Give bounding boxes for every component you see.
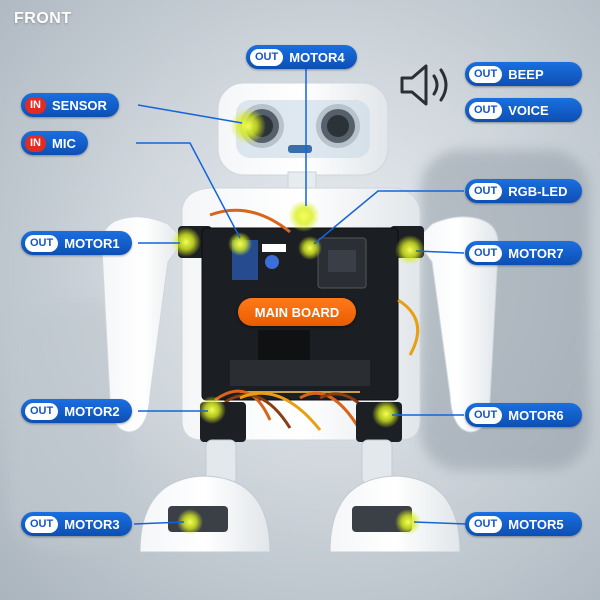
label-text: MOTOR4 — [289, 49, 345, 65]
label-voice: OUT VOICE — [465, 98, 582, 122]
speaker-sound-icon — [400, 64, 448, 106]
label-sensor: IN SENSOR — [21, 93, 119, 117]
label-text: MOTOR2 — [64, 403, 120, 419]
direction-tag: OUT — [469, 101, 503, 119]
direction-tag: OUT — [25, 234, 59, 252]
direction-tag: OUT — [469, 182, 503, 200]
direction-tag: OUT — [469, 244, 503, 262]
leader-lines — [133, 66, 467, 525]
label-text: MOTOR7 — [508, 245, 564, 261]
label-motor2: OUT MOTOR2 — [21, 399, 132, 423]
right-arm — [415, 216, 499, 433]
label-motor5: OUT MOTOR5 — [465, 512, 582, 536]
label-rgb-led: OUT RGB-LED — [465, 179, 582, 203]
label-motor6: OUT MOTOR6 — [465, 403, 582, 427]
direction-tag: IN — [25, 134, 46, 152]
direction-tag: OUT — [25, 402, 59, 420]
label-text: MOTOR3 — [64, 516, 120, 532]
label-text: SENSOR — [52, 97, 107, 113]
label-text: RGB-LED — [508, 183, 568, 199]
direction-tag: OUT — [469, 406, 503, 424]
label-motor7: OUT MOTOR7 — [465, 241, 582, 265]
label-mic: IN MIC — [21, 131, 88, 155]
page-title: FRONT — [14, 10, 72, 27]
label-motor4: OUT MOTOR4 — [246, 45, 357, 69]
label-beep: OUT BEEP — [465, 62, 582, 86]
label-text: VOICE — [508, 102, 549, 118]
label-text: BEEP — [508, 66, 544, 82]
direction-tag: OUT — [250, 48, 284, 66]
label-text: MOTOR6 — [508, 407, 564, 423]
direction-tag: OUT — [469, 65, 503, 83]
direction-tag: IN — [25, 96, 46, 114]
main-board-label: MAIN BOARD — [238, 298, 356, 326]
label-motor3: OUT MOTOR3 — [21, 512, 132, 536]
label-text: MIC — [52, 135, 76, 151]
direction-tag: OUT — [25, 515, 59, 533]
label-text: MOTOR5 — [508, 516, 564, 532]
direction-tag: OUT — [469, 515, 503, 533]
label-motor1: OUT MOTOR1 — [21, 231, 132, 255]
label-text: MOTOR1 — [64, 235, 120, 251]
